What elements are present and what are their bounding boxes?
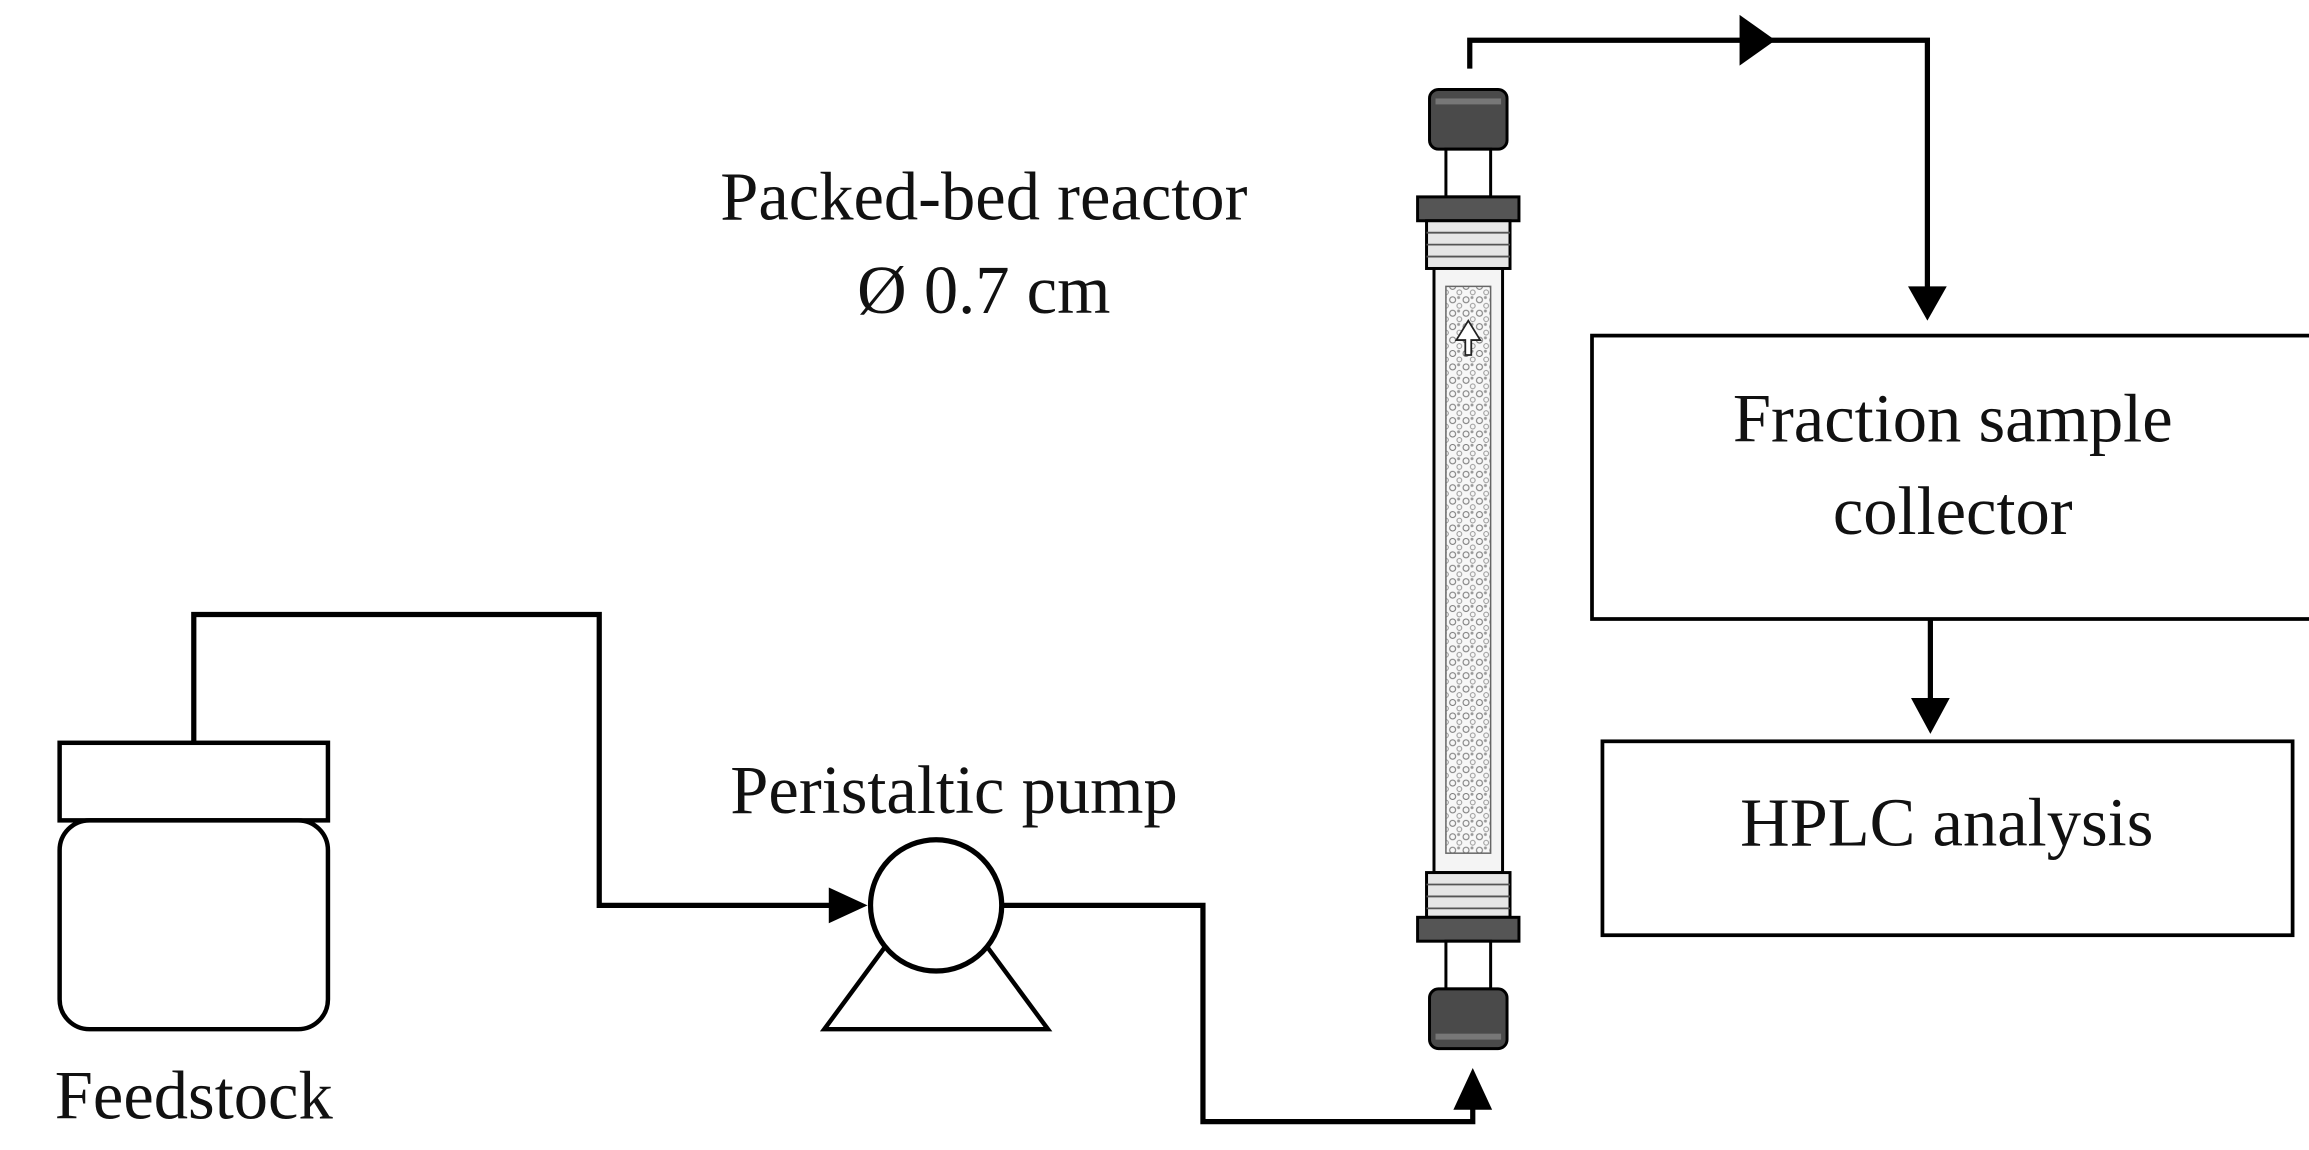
reactor-bottom-thread [1425,871,1512,919]
reactor-flow-arrow-marker [1454,318,1482,356]
collector-inlet-arrowhead [1908,286,1947,321]
reactor-bottom-collar [1416,915,1521,943]
feedstock-bottle [57,740,331,1032]
pump-rotor-circle [867,837,1005,974]
feedstock-label: Feedstock [55,1058,334,1134]
packed-bed-reactor [1416,88,1521,1051]
outlet-mid-arrowhead [1739,14,1776,66]
reactor-title-label: Packed-bed reactor [720,158,1247,234]
peristaltic-pump [819,837,1053,1032]
hplc-analysis-box [1600,739,2295,938]
feedstock-bottle-lid [57,740,331,823]
hplc-analysis-label: HPLC analysis [1740,785,2153,861]
fraction-collector-box [1590,333,2309,621]
reactor-outlet-tube [1467,37,1931,293]
pump-label: Peristaltic pump [730,752,1177,828]
reactor-top-collar [1416,195,1521,223]
pump-outlet-tube [1001,902,1476,1125]
fraction-collector-label-line1: Fraction sample [1733,380,2173,456]
feedstock-bottle-body [57,818,331,1032]
reactor-packing-bed [1445,285,1492,854]
fraction-collector-label-line2: collector [1833,473,2073,549]
reactor-diameter-label: Ø 0.7 cm [857,252,1110,328]
feed-arrowhead [828,887,868,924]
reactor-inlet-arrowhead [1453,1067,1493,1110]
hplc-inlet-arrowhead [1910,698,1950,734]
feed-tube [191,611,832,908]
